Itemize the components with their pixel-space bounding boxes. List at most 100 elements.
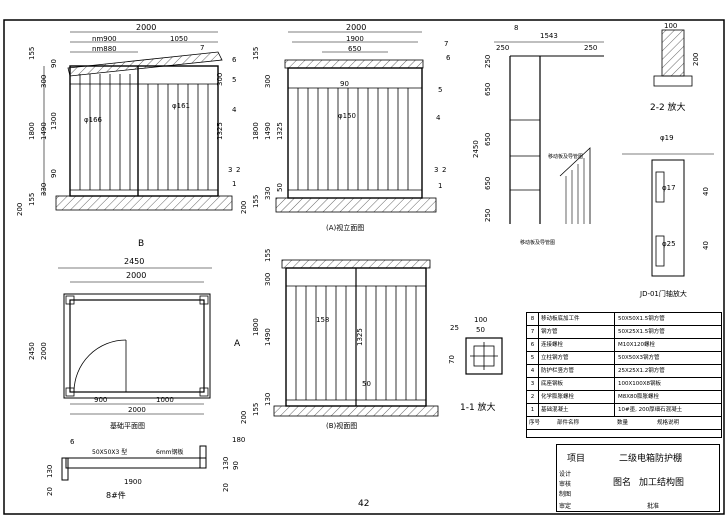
materials-cell: 25X25X1.2钢方管 xyxy=(618,368,665,374)
materials-cell: 1 xyxy=(527,404,539,416)
dim-b-158: 158 xyxy=(316,316,329,324)
dim-plan-2000v: 2000 xyxy=(40,342,48,360)
title-project-name: 二级电箱防护棚 xyxy=(619,454,683,464)
a-view-title: (A)视立面图 xyxy=(326,223,364,232)
dim-22-200: 200 xyxy=(692,53,700,66)
dim-a-1800: 1800 xyxy=(252,122,260,140)
callout-6: 6 xyxy=(232,56,237,64)
a-callout-6: 6 xyxy=(446,54,451,62)
dim-a-300: 300 xyxy=(264,75,272,88)
a-callout-3: 3 xyxy=(434,166,438,174)
section-1-1-title: 1-1 放大 xyxy=(460,401,496,413)
dim-8-180: 180 xyxy=(232,436,245,444)
title-design: 设计 xyxy=(559,471,572,478)
dim-b-1325: 1325 xyxy=(356,328,364,346)
title-check: 审核 xyxy=(559,481,572,488)
side-callout-8: 8 xyxy=(514,24,518,32)
dim-plan-900: 900 xyxy=(94,396,107,404)
dim-11-50: 50 xyxy=(476,326,485,334)
materials-cell: 8 xyxy=(527,313,539,325)
title-block: 项目 二级电箱防护棚 设计 审核 制图 审定 图名 加工结构图 批准 xyxy=(556,444,720,512)
materials-cell: 防护栏竖方管 xyxy=(539,365,615,377)
callout-3: 3 xyxy=(228,166,232,174)
materials-cell: M10X120螺栓 xyxy=(618,342,656,348)
title-drawing-name-label: 图名 xyxy=(613,478,632,488)
callout-7: 7 xyxy=(200,44,204,52)
title-drawing-name: 加工结构图 xyxy=(639,478,685,488)
side-section-label-2: 移动板及导管图 xyxy=(520,239,555,246)
materials-footer-cell: 序号 xyxy=(529,420,541,426)
callout-1: 1 xyxy=(232,180,236,188)
dim-a-155b: 155 xyxy=(252,195,260,208)
materials-cell: 7 xyxy=(527,326,539,338)
part-8-title: 8#件 xyxy=(106,490,126,500)
dim-plan-2000b: 2000 xyxy=(128,406,146,414)
dim-front-330: 330 xyxy=(40,183,48,196)
callout-5: 5 xyxy=(232,76,236,84)
a-callout-7: 7 xyxy=(444,40,448,48)
dim-8-90: 90 xyxy=(232,461,240,470)
dim-front-90b: 90 xyxy=(50,169,58,178)
dim-a-1325: 1325 xyxy=(276,122,284,140)
dim-front-1050: 1050 xyxy=(170,35,188,43)
materials-cell: 立柱钢方管 xyxy=(539,352,615,364)
materials-cell: 化学膨胀螺栓 xyxy=(539,391,615,403)
dim-front-161: φ161 xyxy=(172,102,190,110)
materials-footer-cell: 数量 xyxy=(617,420,629,426)
dim-hinge-25: φ25 xyxy=(662,240,676,248)
dim-front-200: 200 xyxy=(16,203,24,216)
dim-a-200: 200 xyxy=(240,201,248,214)
materials-cell: 6 xyxy=(527,339,539,351)
materials-cell: 50X50X1.5钢方管 xyxy=(618,316,665,322)
materials-cell: 移动板底加工件 xyxy=(539,313,615,325)
dim-front-1325: 1325 xyxy=(216,122,224,140)
section-1-1-view: 100 25 50 70 1-1 放大 xyxy=(448,316,503,413)
b-elevation-view: 158 1325 50 1800 1490 300 155 130 155 20… xyxy=(240,249,439,430)
dim-8-1900: 1900 xyxy=(124,478,142,486)
title-review: 审定 xyxy=(559,503,572,510)
dim-side-650c: 650 xyxy=(484,177,492,190)
a-callout-1: 1 xyxy=(438,182,442,190)
dim-b-200: 200 xyxy=(240,411,248,424)
dim-a-2000: 2000 xyxy=(346,23,366,32)
front-fixed-bars xyxy=(147,84,209,190)
dim-b-1490: 1490 xyxy=(264,328,272,346)
door-hinge-detail: φ19 φ17 φ25 40 40 JD-01门轴放大 xyxy=(622,134,714,298)
dim-b-1800: 1800 xyxy=(252,318,260,336)
callout-4: 4 xyxy=(232,106,237,114)
door-detail-title: JD-01门轴放大 xyxy=(639,289,687,298)
dim-b-155: 155 xyxy=(264,249,272,262)
front-base-slab xyxy=(55,195,233,211)
title-draw: 制图 xyxy=(559,491,572,498)
dim-side-650b: 650 xyxy=(484,133,492,146)
dim-front-155b: 155 xyxy=(28,193,36,206)
materials-cell: 50X50X3钢方管 xyxy=(618,355,660,361)
dim-front-1800: 1800 xyxy=(28,122,36,140)
dim-11-100: 100 xyxy=(474,316,487,324)
dim-front-155: 155 xyxy=(28,47,36,60)
materials-cell: M8X80膨胀螺栓 xyxy=(618,394,660,400)
dim-front-166: φ166 xyxy=(84,116,103,124)
materials-footer-cell: 部件名称 xyxy=(557,420,580,426)
dim-8-20b: 20 xyxy=(222,483,230,492)
front-elevation-view: 2000 nm900 1050 nm880 1800 1490 1300 155… xyxy=(16,23,240,216)
materials-cell: 连接螺栓 xyxy=(539,339,615,351)
dim-front-300: 300 xyxy=(40,75,48,88)
front-frame xyxy=(69,65,219,197)
dim-side-1543: 1543 xyxy=(540,32,558,40)
plan-title: 基础平面图 xyxy=(110,421,145,430)
materials-footer-cell: 规格说明 xyxy=(657,420,680,426)
dim-a-330: 330 xyxy=(264,187,272,200)
dim-front-90: 90 xyxy=(50,59,58,68)
dim-hinge-40a: 40 xyxy=(702,187,710,196)
materials-cell: 5 xyxy=(527,352,539,364)
a-elevation-view: 2000 1900 650 90 φ150 1800 1490 1325 300… xyxy=(240,23,451,232)
arrow-b-label: B xyxy=(138,239,144,249)
dim-side-250b: 250 xyxy=(584,44,597,52)
